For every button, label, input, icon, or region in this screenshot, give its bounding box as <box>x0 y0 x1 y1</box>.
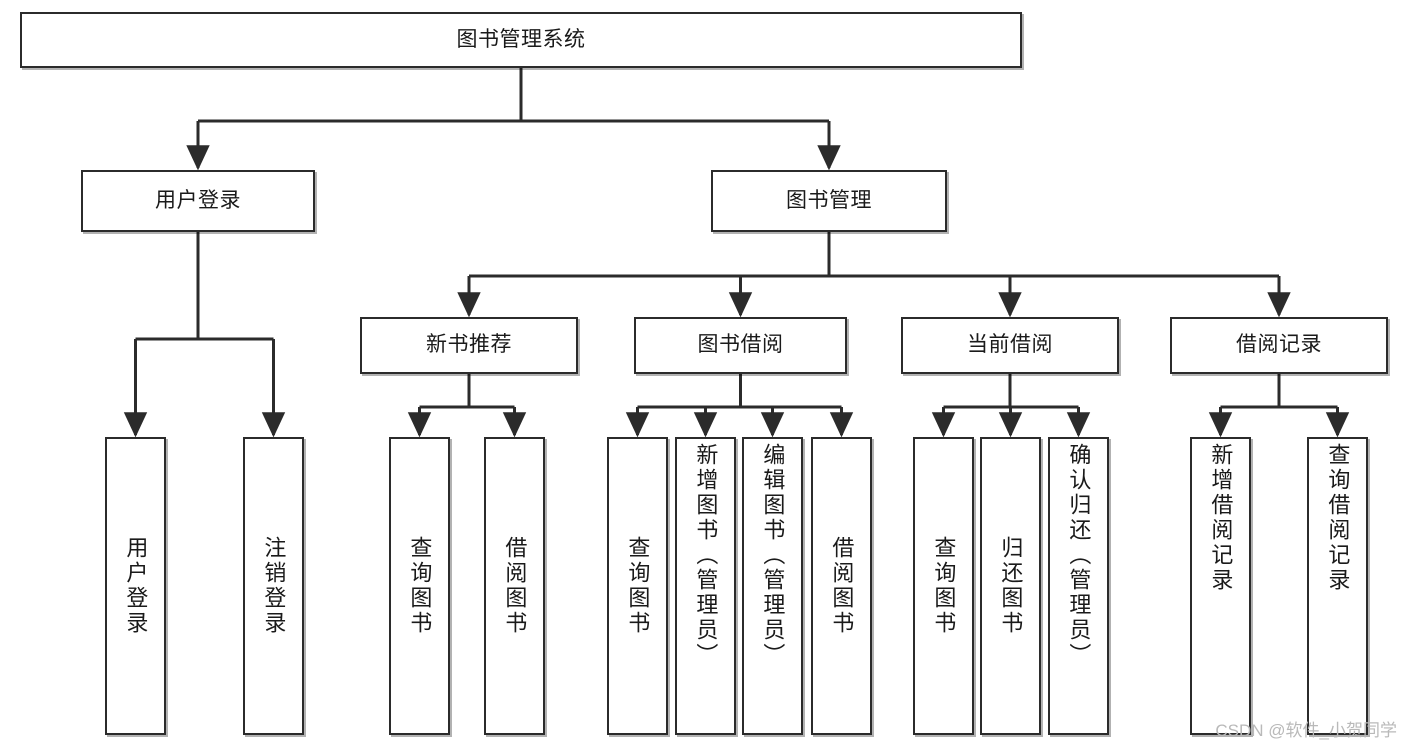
node-leaf-query-book-3[interactable]: 查询图书 <box>913 437 974 735</box>
node-leaf-user-login[interactable]: 用户登录 <box>105 437 166 735</box>
node-leaf-query-book-3-label: 查询图书 <box>931 536 957 636</box>
node-root[interactable]: 图书管理系统 <box>20 12 1022 68</box>
node-leaf-borrow-book-2[interactable]: 借阅图书 <box>811 437 872 735</box>
node-book-manage-label: 图书管理 <box>786 188 872 212</box>
node-new-book-rec-label: 新书推荐 <box>426 333 512 357</box>
node-user-login-label: 用户登录 <box>155 188 241 212</box>
node-leaf-query-book-2-label: 查询图书 <box>625 536 651 636</box>
node-leaf-add-book-label: 新增图书（管理员） <box>693 443 719 668</box>
node-leaf-logout-label: 注销登录 <box>261 536 287 636</box>
node-leaf-edit-book-label: 编辑图书（管理员） <box>760 443 786 668</box>
node-leaf-edit-book[interactable]: 编辑图书（管理员） <box>742 437 803 735</box>
node-leaf-borrow-book-1[interactable]: 借阅图书 <box>484 437 545 735</box>
node-leaf-add-record-label: 新增借阅记录 <box>1208 443 1234 593</box>
node-leaf-query-book-1-label: 查询图书 <box>407 536 433 636</box>
node-leaf-user-login-label: 用户登录 <box>123 536 149 636</box>
node-current-borrow-label: 当前借阅 <box>967 333 1053 357</box>
node-leaf-borrow-book-1-label: 借阅图书 <box>502 536 528 636</box>
node-book-borrow-label: 图书借阅 <box>697 333 784 357</box>
node-leaf-query-record[interactable]: 查询借阅记录 <box>1307 437 1368 735</box>
node-new-book-rec[interactable]: 新书推荐 <box>360 317 578 374</box>
node-root-label: 图书管理系统 <box>456 27 586 51</box>
node-leaf-return-book[interactable]: 归还图书 <box>980 437 1041 735</box>
node-leaf-query-record-label: 查询借阅记录 <box>1325 443 1351 593</box>
node-leaf-confirm-return-label: 确认归还（管理员） <box>1066 443 1092 668</box>
node-leaf-confirm-return[interactable]: 确认归还（管理员） <box>1048 437 1109 735</box>
node-current-borrow[interactable]: 当前借阅 <box>901 317 1119 374</box>
node-borrow-record-label: 借阅记录 <box>1236 333 1322 357</box>
node-book-borrow[interactable]: 图书借阅 <box>634 317 847 374</box>
node-book-manage[interactable]: 图书管理 <box>711 170 947 232</box>
node-leaf-query-book-1[interactable]: 查询图书 <box>389 437 450 735</box>
node-borrow-record[interactable]: 借阅记录 <box>1170 317 1388 374</box>
node-leaf-return-book-label: 归还图书 <box>998 536 1024 636</box>
node-leaf-add-book[interactable]: 新增图书（管理员） <box>675 437 736 735</box>
node-leaf-query-book-2[interactable]: 查询图书 <box>607 437 668 735</box>
node-leaf-borrow-book-2-label: 借阅图书 <box>829 536 855 636</box>
node-leaf-logout[interactable]: 注销登录 <box>243 437 304 735</box>
node-user-login[interactable]: 用户登录 <box>81 170 315 232</box>
node-leaf-add-record[interactable]: 新增借阅记录 <box>1190 437 1251 735</box>
